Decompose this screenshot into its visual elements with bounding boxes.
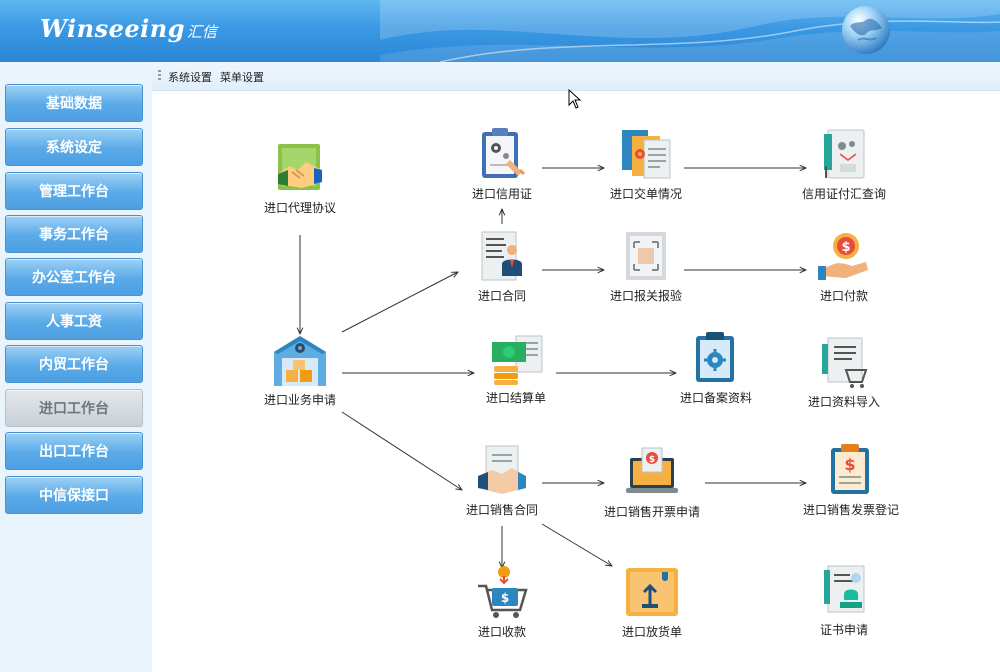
node-label: 进口结算单 xyxy=(485,391,546,405)
clipboard-pen-icon xyxy=(482,128,526,178)
document-cart-icon xyxy=(822,337,868,388)
contract-person-icon xyxy=(481,231,522,281)
node-label: 进口放货单 xyxy=(621,625,682,639)
cart-coin-icon: $ xyxy=(478,566,528,618)
sidebar: 基础数据 系统设定 管理工作台 事务工作台 办公室工作台 人事工资 内贸工作台 … xyxy=(0,62,152,672)
breadcrumb-grip-icon xyxy=(158,70,161,82)
node-import-documents-delivery[interactable]: 进口交单情况 xyxy=(586,126,706,202)
laptop-invoice-icon: $ xyxy=(626,447,678,493)
node-import-settlement-sheet[interactable]: 进口结算单 xyxy=(456,330,576,406)
node-label: 进口付款 xyxy=(819,289,868,303)
sidebar-item-domestic-trade-desk[interactable]: 内贸工作台 xyxy=(5,345,143,383)
node-label: 进口合同 xyxy=(477,289,526,303)
documents-gear-icon xyxy=(622,130,671,179)
svg-text:$: $ xyxy=(841,240,850,255)
node-import-letter-of-credit[interactable]: 进口信用证 xyxy=(442,126,562,202)
sidebar-item-basic-data[interactable]: 基础数据 xyxy=(5,84,143,122)
warehouse-icon xyxy=(274,336,326,386)
sidebar-item-import-desk[interactable]: 进口工作台 xyxy=(5,389,143,427)
sidebar-item-system-settings[interactable]: 系统设定 xyxy=(5,128,143,166)
package-bell-icon xyxy=(626,568,678,616)
document-scan-icon xyxy=(626,232,666,280)
node-label: 证书申请 xyxy=(819,623,868,637)
logo-cn: 汇信 xyxy=(187,23,218,41)
sidebar-item-label: 内贸工作台 xyxy=(39,357,109,373)
invoice-clipboard-icon: $ xyxy=(831,444,869,494)
node-label: 进口报关报验 xyxy=(609,289,682,303)
svg-text:$: $ xyxy=(501,591,509,605)
sidebar-item-label: 系统设定 xyxy=(46,140,102,156)
sidebar-item-label: 中信保接口 xyxy=(39,488,109,504)
brand-logo: Winseeing 汇信 xyxy=(40,14,217,50)
sidebar-item-affairs-desk[interactable]: 事务工作台 xyxy=(5,215,143,253)
sidebar-item-label: 办公室工作台 xyxy=(32,270,116,286)
sidebar-item-management-desk[interactable]: 管理工作台 xyxy=(5,172,143,210)
breadcrumb: 系统设置 菜单设置 xyxy=(152,62,1000,91)
sidebar-item-sinosure-interface[interactable]: 中信保接口 xyxy=(5,476,143,514)
sidebar-item-label: 基础数据 xyxy=(46,96,102,112)
svg-text:$: $ xyxy=(649,455,655,465)
breadcrumb-item-menu-settings[interactable]: 菜单设置 xyxy=(220,71,264,84)
node-label: 进口资料导入 xyxy=(807,395,880,409)
sidebar-item-label: 出口工作台 xyxy=(39,444,109,460)
sidebar-item-office-desk[interactable]: 办公室工作台 xyxy=(5,258,143,296)
sidebar-item-label: 进口工作台 xyxy=(39,401,109,417)
node-import-filing-documents[interactable]: 进口备案资料 xyxy=(656,330,776,406)
document-handshake-icon xyxy=(478,445,526,494)
document-pen-gears-icon xyxy=(824,129,865,179)
node-import-collection[interactable]: $ 进口收款 xyxy=(442,564,562,640)
node-import-delivery-order[interactable]: 进口放货单 xyxy=(592,564,712,640)
node-label: 进口销售发票登记 xyxy=(802,503,899,517)
node-label: 进口销售开票申请 xyxy=(603,505,700,519)
node-import-business-request[interactable]: 进口业务申请 xyxy=(240,332,360,408)
node-import-sales-invoice-request[interactable]: $ 进口销售开票申请 xyxy=(592,444,712,520)
node-label: 进口代理协议 xyxy=(263,201,336,215)
logo-text: Winseeing xyxy=(40,14,185,43)
sidebar-item-label: 事务工作台 xyxy=(39,227,109,243)
node-label: 进口交单情况 xyxy=(609,187,682,201)
sidebar-item-label: 管理工作台 xyxy=(39,184,109,200)
node-import-payment[interactable]: $ 进口付款 xyxy=(784,228,904,304)
node-label: 进口信用证 xyxy=(471,187,532,201)
node-label: 信用证付汇查询 xyxy=(801,187,886,201)
node-label: 进口销售合同 xyxy=(465,503,538,517)
node-import-customs-inspection[interactable]: 进口报关报验 xyxy=(586,228,706,304)
sidebar-item-hr-payroll[interactable]: 人事工资 xyxy=(5,302,143,340)
node-certificate-application[interactable]: 证书申请 xyxy=(784,562,904,638)
svg-text:$: $ xyxy=(844,455,855,474)
node-import-agency-agreement[interactable]: 进口代理协议 xyxy=(240,140,360,216)
breadcrumb-item-system-settings[interactable]: 系统设置 xyxy=(168,71,212,84)
node-import-sales-contract[interactable]: 进口销售合同 xyxy=(442,442,562,518)
clipboard-gear-icon xyxy=(696,332,734,382)
sidebar-item-export-desk[interactable]: 出口工作台 xyxy=(5,432,143,470)
header-wave-decoration xyxy=(380,0,1000,62)
hand-coin-icon: $ xyxy=(818,233,868,280)
node-lc-payment-summary-query[interactable]: 信用证付汇查询 xyxy=(784,126,904,202)
workflow-canvas: 进口代理协议 进口业务申请 进口信用证 xyxy=(152,90,1000,672)
money-stack-icon xyxy=(492,335,543,385)
node-import-sales-invoice-registration[interactable]: $ 进口销售发票登记 xyxy=(791,442,911,518)
node-label: 进口收款 xyxy=(477,625,526,639)
node-label: 进口业务申请 xyxy=(263,393,336,407)
certificate-stamp-icon xyxy=(824,565,865,613)
node-import-contract[interactable]: 进口合同 xyxy=(442,228,562,304)
mouse-cursor-icon xyxy=(568,89,582,109)
node-import-data-import[interactable]: 进口资料导入 xyxy=(784,334,904,410)
sidebar-item-label: 人事工资 xyxy=(46,314,102,330)
handshake-document-icon xyxy=(278,144,322,190)
flow-arrows xyxy=(152,90,1000,672)
app-header: Winseeing 汇信 xyxy=(0,0,1000,62)
globe-icon xyxy=(842,6,890,54)
node-label: 进口备案资料 xyxy=(679,391,752,405)
